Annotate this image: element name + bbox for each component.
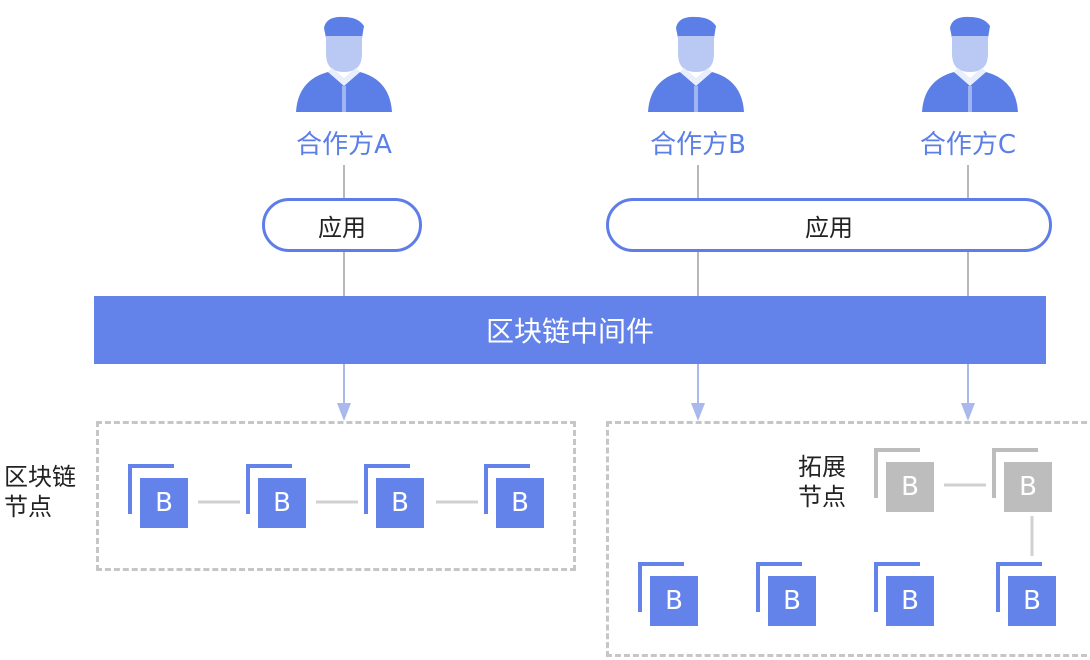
block-node-letter: B — [496, 478, 544, 528]
block-node-letter: B — [1008, 576, 1056, 626]
block-node-letter: B — [258, 478, 306, 528]
block-node: B — [364, 464, 424, 530]
blockchain-node-zone — [96, 421, 576, 571]
block-node-letter: B — [140, 478, 188, 528]
extension-node-label-line2: 节点 — [798, 483, 846, 511]
partner-b-label: 合作方B — [650, 130, 746, 160]
blockchain-middleware: 区块链中间件 — [94, 296, 1046, 364]
extension-node-label: 拓展 节点 — [798, 452, 846, 512]
block-node-letter: B — [886, 576, 934, 626]
block-node: B — [996, 562, 1056, 628]
extension-node: B — [992, 448, 1052, 514]
app-right-label: 应用 — [805, 213, 853, 242]
extension-node-letter: B — [886, 462, 934, 512]
extension-node-zone — [606, 421, 1090, 657]
app-left: 应用 — [262, 198, 422, 252]
partner-c-person-icon — [922, 16, 1018, 112]
extension-node-label-line1: 拓展 — [798, 453, 846, 481]
block-node-letter: B — [376, 478, 424, 528]
block-node: B — [874, 562, 934, 628]
blockchain-node-label-line1: 区块链 — [4, 463, 76, 491]
partner-a-person-icon — [296, 16, 392, 112]
app-left-label: 应用 — [318, 213, 366, 242]
block-node-letter: B — [650, 576, 698, 626]
partner-b-person-icon — [648, 16, 744, 112]
app-right: 应用 — [606, 198, 1052, 252]
extension-node-letter: B — [1004, 462, 1052, 512]
block-node: B — [638, 562, 698, 628]
partner-a-label: 合作方A — [296, 130, 392, 160]
block-node: B — [128, 464, 188, 530]
block-node: B — [756, 562, 816, 628]
block-node-letter: B — [768, 576, 816, 626]
blockchain-node-label: 区块链 节点 — [4, 462, 76, 522]
block-node: B — [246, 464, 306, 530]
blockchain-node-label-line2: 节点 — [4, 493, 52, 521]
partner-c-label: 合作方C — [919, 130, 1017, 160]
extension-node: B — [874, 448, 934, 514]
middleware-label: 区块链中间件 — [485, 315, 654, 348]
block-node: B — [484, 464, 544, 530]
